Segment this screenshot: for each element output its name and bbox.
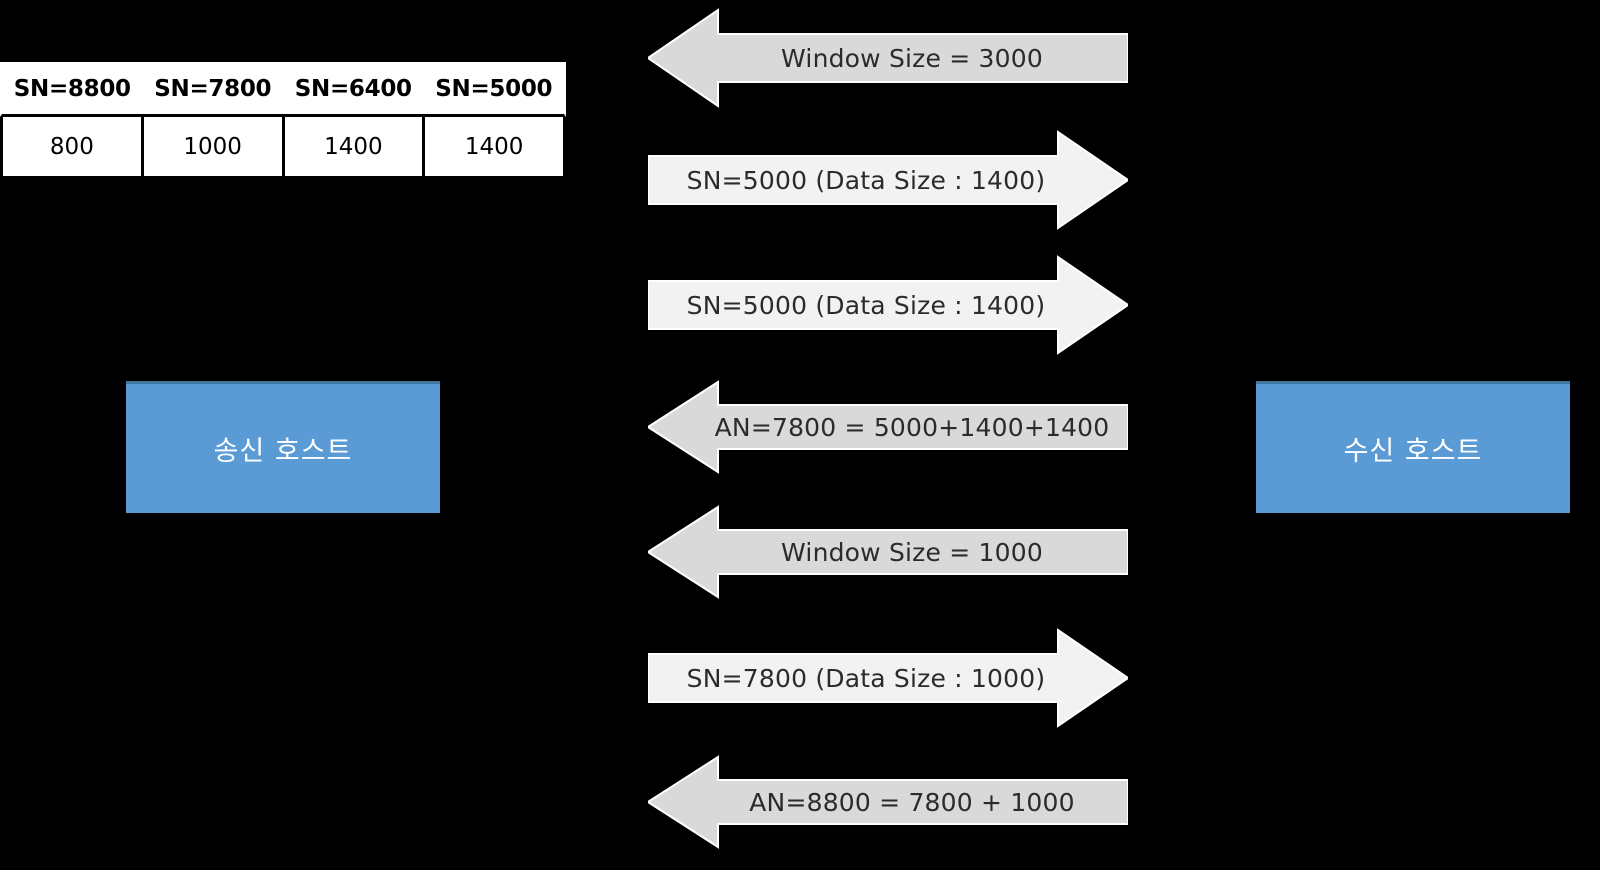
message-arrow-left: Window Size = 1000: [648, 505, 1128, 599]
table-row: 800 1000 1400 1400: [0, 117, 566, 179]
message-arrow-left: Window Size = 3000: [648, 8, 1128, 108]
message-arrow-left: AN=7800 = 5000+1400+1400: [648, 380, 1128, 474]
table-cell-size: 800: [3, 117, 144, 176]
table-header-cell: SN=7800: [154, 76, 272, 102]
message-label: Window Size = 3000: [781, 43, 1043, 73]
message-arrow-right: SN=5000 (Data Size : 1400): [648, 130, 1128, 230]
sender-host-label: 송신 호스트: [213, 436, 353, 467]
table-cell-size: 1400: [464, 133, 524, 160]
arrow-left-icon: [648, 755, 1128, 849]
message-label: SN=5000 (Data Size : 1400): [686, 290, 1046, 320]
arrow-right-icon: [648, 628, 1128, 728]
message-label: Window Size = 1000: [781, 537, 1043, 567]
table-header-cell: SN=6400: [294, 76, 412, 102]
message-label: AN=8800 = 7800 + 1000: [749, 787, 1075, 817]
message-label: AN=7800 = 5000+1400+1400: [714, 412, 1110, 442]
message-label: SN=5000 (Data Size : 1400): [686, 165, 1046, 195]
receiver-host-label: 수신 호스트: [1343, 436, 1483, 467]
sequence-number-table: SN=8800 SN=7800 SN=6400 SN=5000 800 1000…: [0, 62, 566, 179]
table-header-cell: SN=5000: [435, 76, 553, 102]
arrow-right-icon: [648, 255, 1128, 355]
receiver-host-box: 수신 호스트: [1256, 381, 1570, 513]
table-cell-size: 1000: [144, 117, 285, 176]
sender-host-box: 송신 호스트: [126, 381, 440, 513]
message-arrow-right: SN=5000 (Data Size : 1400): [648, 255, 1128, 355]
table-cell-size: 1400: [285, 117, 426, 176]
message-arrow-left: AN=8800 = 7800 + 1000: [648, 755, 1128, 849]
arrow-right-icon: [648, 130, 1128, 230]
arrow-left-icon: [648, 380, 1128, 474]
arrow-left-icon: [648, 8, 1128, 108]
message-label: SN=7800 (Data Size : 1000): [686, 663, 1046, 693]
table-header-row: SN=8800 SN=7800 SN=6400 SN=5000: [0, 62, 566, 117]
message-arrow-right: SN=7800 (Data Size : 1000): [648, 628, 1128, 728]
arrow-left-icon: [648, 505, 1128, 599]
table-header-cell: SN=8800: [13, 76, 131, 102]
